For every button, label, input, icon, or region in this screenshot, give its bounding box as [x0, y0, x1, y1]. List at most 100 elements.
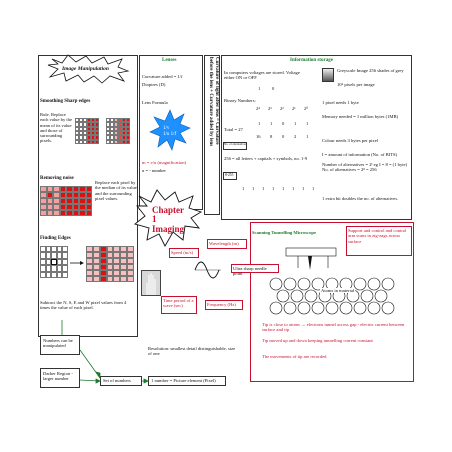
speed-box: Speed (m/s) [169, 248, 199, 258]
info-bit-0: 1 [306, 121, 309, 126]
image-manipulation-title: Image Manipulation [62, 66, 109, 72]
edges-grid-after [86, 246, 134, 282]
info-bit-row-5: 1 [282, 186, 285, 191]
info-binary-numbers: Binary Numbers: [224, 98, 256, 103]
smoothing-grid-after [106, 118, 130, 144]
stm-bullet2: Tip moved up and down keeping tunnelling… [262, 338, 373, 343]
info-letters: 256 = all letters + capitals + symbols, … [224, 156, 308, 161]
info-bit-1: 1 [294, 121, 297, 126]
set-of-numbers: Set of numbers [103, 378, 131, 383]
lenses-curvature: Curvature added = 1/f [142, 74, 183, 79]
info-pixels-per-image: 10⁶ pixels per image [337, 82, 375, 87]
finding-edges-text: Subtract the N, S, E and W pixel values … [40, 300, 127, 311]
greyscale-image-icon [322, 68, 334, 82]
info-greyscale: Greyscale Image 256 shades of grey [337, 68, 404, 73]
picture-element: 1 number = Picture element (Pixel) [151, 378, 216, 383]
lenses-magnification: m = v/u (magnification) [142, 160, 187, 165]
info-bit-row-2: 1 [252, 186, 255, 191]
info-colour: Colour needs 3 bytes per pixel [322, 138, 379, 143]
stm-bullet1: Tip is close to atoms → electrons tunnel… [262, 322, 405, 333]
info-power-0: 2⁰ [304, 106, 309, 111]
info-power-3: 2³ [268, 106, 272, 111]
power-8-box [223, 172, 237, 180]
info-one-pixel: 1 pixel needs 1 byte [322, 100, 359, 105]
stm-support-box: Support and control and control arm scan… [346, 226, 412, 256]
stm-title: Scanning Tunnelling Microscope [252, 230, 316, 235]
lenses-u-negative: u = - number [142, 168, 166, 173]
numbers-manipulated: Numbers can be manipulated [43, 338, 73, 349]
svg-text:1/v: 1/v [163, 126, 170, 131]
edges-arrow-icon [70, 261, 84, 265]
info-place-2: 2 [294, 134, 297, 139]
lenses-title: Lenses [162, 58, 177, 63]
info-alternatives: Number of alternatives = 2ᴵ eg I = 8 = (… [322, 162, 408, 173]
chapter-starburst [134, 189, 203, 247]
image-manipulation-starburst [47, 54, 130, 84]
stm-panel [250, 222, 414, 382]
lens-formula-star-icon: 1/v 1/u 1/f [149, 109, 191, 151]
stm-bullet3: The movements of tip are recorded [262, 354, 327, 359]
xray-hand-icon [146, 273, 156, 295]
curvature-rule-panel [204, 55, 220, 215]
info-bit-row-4: 1 [272, 186, 275, 191]
wavelength-box: Wavelength (m) [207, 239, 247, 249]
information-storage-panel [221, 55, 412, 220]
lenses-dioptres: Dioptres (D) [142, 82, 166, 87]
darker-region-box: Darker Region - larger number [40, 368, 80, 388]
info-place-1: 1 [306, 134, 309, 139]
time-period-label: Time period of a wave (sec) [163, 298, 194, 308]
info-bit-2: 0 [282, 121, 285, 126]
stm-tip-diagram [285, 247, 337, 270]
info-bit-row-7: 1 [302, 186, 305, 191]
darker-region: Darker Region - larger number [43, 371, 73, 382]
info-bit-row-8: 1 [312, 186, 315, 191]
info-bit-3: 1 [270, 121, 273, 126]
removing-noise-text: Replace each pixel by the median of its … [95, 180, 137, 201]
smoothing-heading: Smoothing Sharp edges [40, 99, 91, 104]
info-extra-bit: 1 extra bit doubles the no. of alternati… [322, 196, 399, 201]
info-on-value: 1 [258, 86, 261, 91]
resolution-text: Resolution: smallest detail distinguisha… [148, 346, 236, 357]
lenses-formula: Lens Formula [142, 100, 168, 105]
stm-support: Support and control and control arm scan… [348, 228, 407, 244]
info-memory: Memory needed = 1 million bytes (1MB) [322, 114, 399, 119]
stm-needle-box: Ultra sharp needle point [231, 264, 279, 276]
info-amount: I = amount of information (No. of BITS) [322, 152, 398, 157]
smoothing-grid-before [75, 118, 99, 144]
wave-sine-icon [194, 261, 221, 279]
wavelength-label: Wavelength (m) [209, 241, 239, 246]
svg-text:1/u 1/f: 1/u 1/f [163, 132, 177, 137]
time-period-box: Time period of a wave (sec) [161, 296, 197, 314]
lenses-panel [139, 55, 203, 210]
finding-edges-heading: Finding Edges [40, 236, 71, 241]
info-power-2: 2² [280, 106, 284, 111]
noise-grid [40, 186, 92, 216]
speed-label: Speed (m/s) [171, 250, 194, 255]
frequency-box: Frequency (Hz) [205, 300, 243, 310]
smoothing-text: Rule. Replace each value by the mean of … [40, 112, 73, 144]
info-bit-row-6: 1 [292, 186, 295, 191]
info-power-1: 2¹ [292, 106, 296, 111]
no-of-alternatives-box [223, 142, 247, 150]
info-power-8: 8-255 [225, 173, 234, 177]
frequency-label: Frequency (Hz) [207, 302, 236, 307]
info-place-0: 0 [282, 134, 285, 139]
removing-noise-heading: Removing noise [40, 176, 74, 181]
info-total: Total = 27 [224, 127, 243, 132]
numbers-manipulated-box: Numbers can be manipulated [40, 335, 80, 355]
stm-atoms: Atoms in material [320, 288, 356, 294]
info-place-16: 16 [256, 134, 261, 139]
info-bit-row-3: 1 [262, 186, 265, 191]
info-voltages: In computers voltages are stored. Voltag… [224, 70, 300, 81]
info-bit-4: 1 [258, 121, 261, 126]
info-no-of-alternatives: No. of alternatives [224, 142, 247, 146]
info-off-value: 0 [272, 86, 275, 91]
info-bit-row-1: 1 [242, 186, 245, 191]
chapter-title: Chapter 1 Imaging [152, 205, 185, 234]
stm-needle: Ultra sharp needle point [233, 266, 267, 276]
info-place-8: 8 [270, 134, 273, 139]
information-storage-title: Information storage [290, 58, 333, 63]
edges-grid-before [40, 246, 68, 278]
info-power-4: 2⁴ [256, 106, 260, 111]
